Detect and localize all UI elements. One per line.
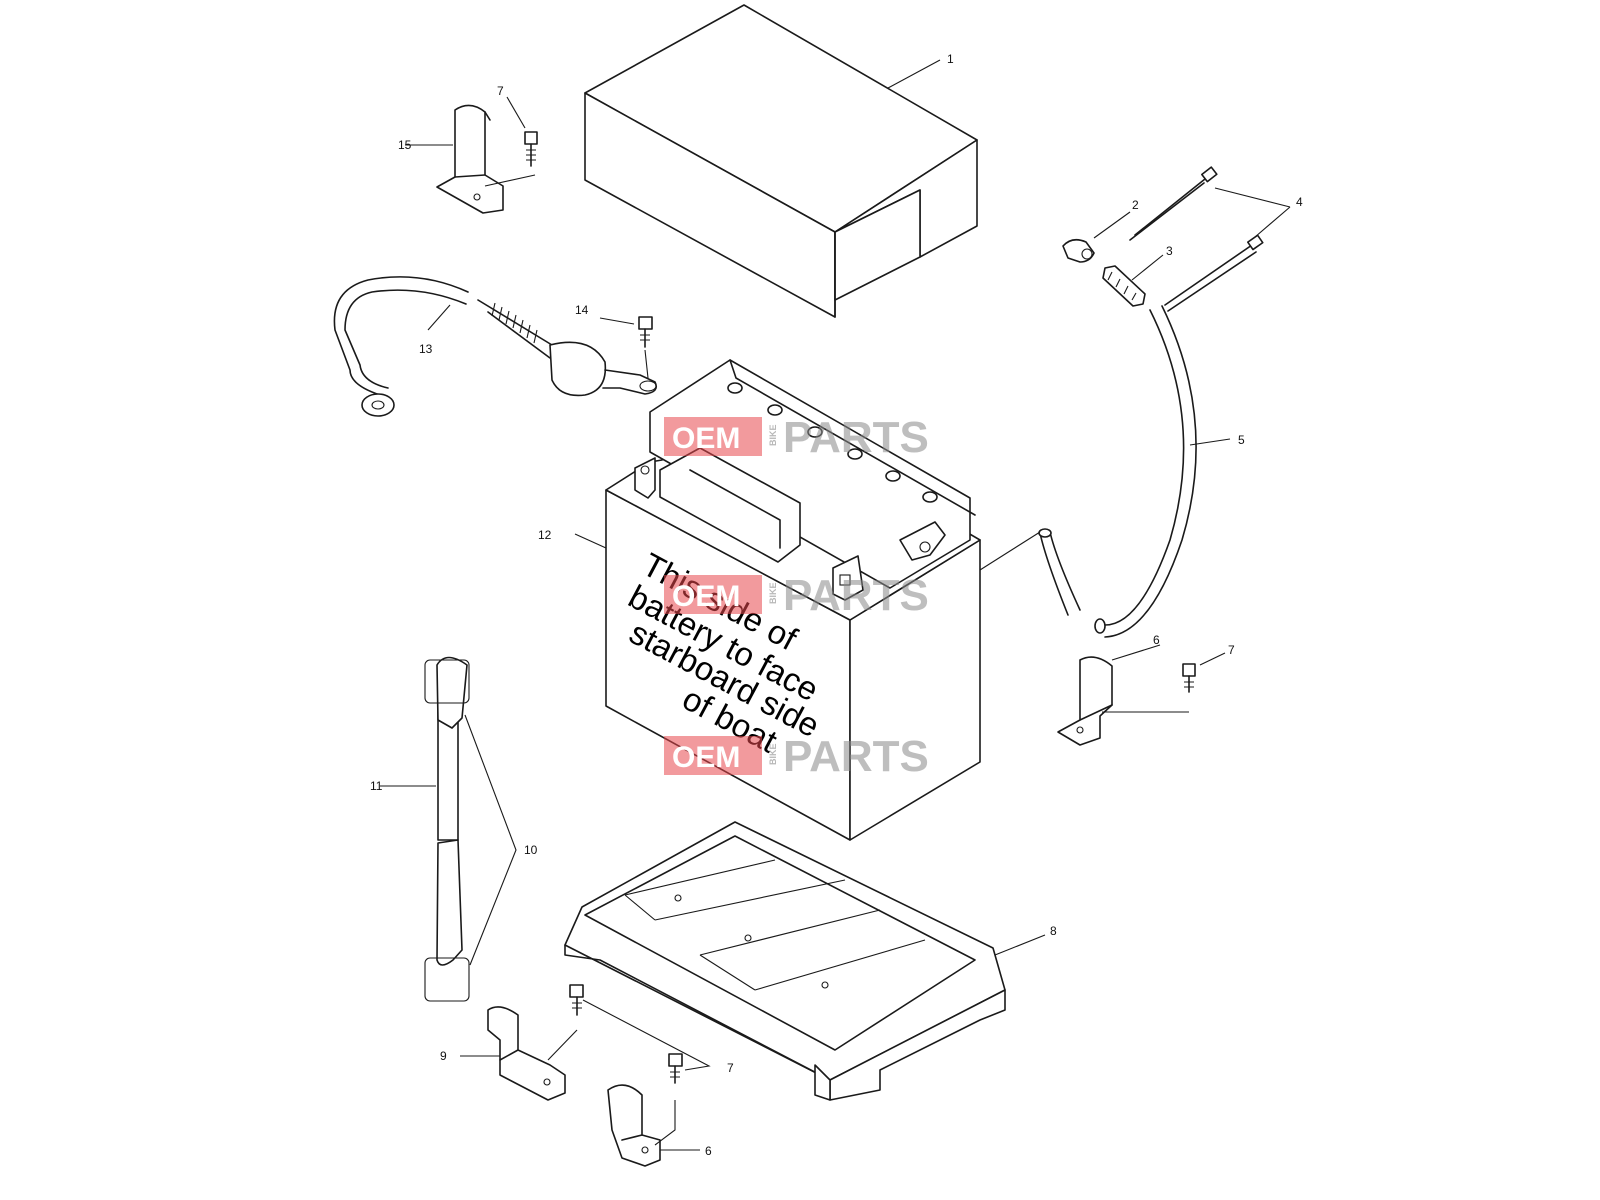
callout-12: 12: [538, 528, 552, 542]
strap-11: [380, 656, 470, 1002]
bracket-6-right: [1057, 644, 1161, 746]
bolt-14: [599, 316, 653, 379]
bracket-9: [460, 1006, 566, 1101]
battery-tray-8: [564, 821, 1046, 1101]
connector-3: [1102, 254, 1164, 307]
callout-13: 13: [419, 342, 433, 356]
watermark-right-word: PARTS: [783, 571, 929, 620]
watermark-right-word: PARTS: [783, 413, 929, 462]
vent-tube-5: [979, 305, 1231, 638]
callout-6-right: 6: [1153, 633, 1160, 647]
buckle-10: [464, 714, 517, 966]
callout-7-top: 7: [497, 84, 504, 98]
callout-6-bottom: 6: [705, 1144, 712, 1158]
watermark-middle: OEM BIKE PARTS: [664, 571, 929, 620]
callout-14: 14: [575, 303, 589, 317]
watermark-box: [664, 417, 762, 456]
bolt-7-bottom-b: [582, 999, 711, 1084]
callout-labels: 1 2 3 4 5 6 7 8 9 10 11 12 13 14 15 7 7 …: [370, 52, 1303, 1158]
watermark-left-word: OEM: [672, 422, 740, 455]
bolt-7-right: [1102, 652, 1226, 713]
battery-cover: [584, 4, 978, 318]
watermark-middle-word: BIKE: [768, 743, 778, 765]
callout-3: 3: [1166, 244, 1173, 258]
callout-7-right: 7: [1228, 643, 1235, 657]
watermark-middle-word: BIKE: [768, 582, 778, 604]
callout-2: 2: [1132, 198, 1139, 212]
callout-1: 1: [947, 52, 954, 66]
cable-tie-4: [1129, 166, 1291, 312]
watermark-box: [664, 736, 762, 775]
callout-5: 5: [1238, 433, 1245, 447]
callout-9: 9: [440, 1049, 447, 1063]
bracket-15: [405, 104, 504, 214]
battery-caps: [727, 382, 938, 503]
watermark-left-word: OEM: [672, 741, 740, 774]
bracket-6-bottom: [607, 1084, 700, 1167]
bolt-7-bottom-a: [547, 984, 584, 1061]
watermark-left-word: OEM: [672, 580, 740, 613]
callout-7-bottom: 7: [727, 1061, 734, 1075]
watermark-box: [664, 575, 762, 614]
callout-4: 4: [1296, 195, 1303, 209]
watermark-bottom: OEM BIKE PARTS: [664, 732, 929, 781]
callout-10: 10: [524, 843, 538, 857]
battery-cable-13: [333, 276, 658, 417]
callout-8: 8: [1050, 924, 1057, 938]
watermark-right-word: PARTS: [783, 732, 929, 781]
callout-11: 11: [370, 779, 383, 793]
watermark-middle-word: BIKE: [768, 424, 778, 446]
elbow-fitting-2: [1062, 211, 1131, 263]
watermark-top: OEM BIKE PARTS: [664, 413, 929, 462]
callout-15: 15: [398, 138, 412, 152]
bolt-7-top: [484, 96, 538, 187]
